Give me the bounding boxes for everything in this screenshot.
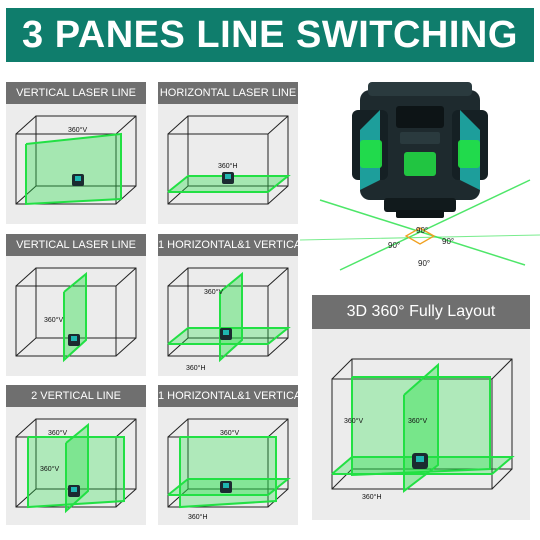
room-illustration: 360°V 360°H [167,418,291,521]
room-scene: 360°V 360°V 360°H [312,329,530,520]
panel-vertical-laser-line-2: VERTICAL LASER LINE 360°V [6,234,146,376]
room-illustration: 360°V [15,267,137,363]
panel-label: HORIZONTAL LASER LINE [158,82,298,104]
panel-1h-1v: 1 HORIZONTAL&1 VERTICAL 360°V 360°H [158,234,307,376]
angle-label: 90° [442,237,454,246]
panel-label: VERTICAL LASER LINE [6,234,146,256]
angle-mark: 360°V [344,417,363,425]
room-scene: 360°V 360°H [158,407,298,525]
laser-plane [26,134,121,204]
angle-label: 90° [416,226,428,235]
laser-window-right [458,140,480,168]
panel-1h-1v-2: 1 HORIZONTAL&1 VERTICAL 360°V 360°H [158,385,307,525]
angle-mark: 360°V [44,316,63,324]
room-scene: 360°V 360°H [158,256,298,376]
angle-mark: 360°V [40,465,59,473]
angle-label: 90° [418,259,430,268]
product-illustration: 90° 90° 90° 90° [299,70,540,290]
laser-plane-front [352,377,490,475]
angle-mark: 360°H [188,513,208,521]
room-illustration: 360°V 360°H [167,267,291,372]
laser-window-front [404,152,436,176]
angle-mark: 360°H [218,162,238,170]
room-illustration: 360°V [15,115,137,206]
panel-label: VERTICAL LASER LINE [6,82,146,104]
angle-mark: 360°V [68,126,87,134]
panel-label: 1 HORIZONTAL&1 VERTICAL [158,234,307,256]
room-illustration: 360°V 360°V [15,418,137,514]
banner: 3 PANES LINE SWITCHING [0,0,540,66]
laser-plane-vertical [180,437,276,507]
feature-label: 3D 360° Fully Layout [312,295,530,329]
device-body [360,90,480,200]
room-scene: 360°H [158,104,298,224]
banner-title: 3 PANES LINE SWITCHING [22,13,518,56]
banner-bar: 3 PANES LINE SWITCHING [6,8,534,62]
room-scene: 360°V [6,104,146,224]
angle-mark: 360°H [362,493,382,501]
panel-label: 1 HORIZONTAL&1 VERTICAL [158,385,307,407]
angle-mark: 360°V [204,288,223,296]
angle-mark: 360°V [220,429,239,437]
panel-2-vertical-line: 2 VERTICAL LINE 360°V 360°V [6,385,146,525]
angle-mark: 360°V [48,429,67,437]
room-illustration: 360°H [167,115,291,205]
panel-horizontal-laser-line: HORIZONTAL LASER LINE 360°H [158,82,298,224]
angle-mark: 360°H [186,364,206,372]
room-illustration: 360°V 360°V 360°H [331,358,515,501]
laser-plane-vertical [220,274,242,360]
angle-label: 90° [388,241,400,250]
laser-plane [64,274,86,360]
laser-level-device: 90° 90° 90° 90° [299,82,540,271]
laser-window-left [360,140,382,168]
laser-plane-front [28,437,124,507]
room-scene: 360°V [6,256,146,376]
room-scene: 360°V 360°V [6,407,146,525]
panel-vertical-laser-line: VERTICAL LASER LINE 360°V [6,82,146,224]
angle-mark: 360°V [408,417,427,425]
panel-label: 2 VERTICAL LINE [6,385,146,407]
feature-panel-3d: 3D 360° Fully Layout 360°V 360°V 360°H [312,295,530,520]
